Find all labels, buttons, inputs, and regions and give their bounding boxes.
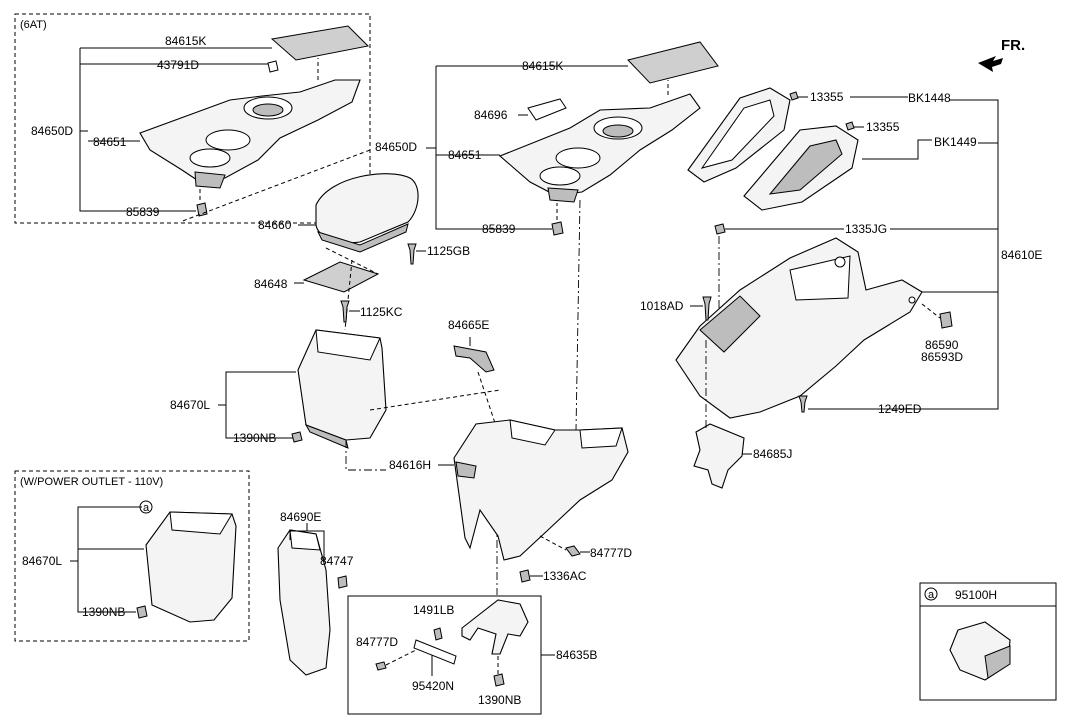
screw-1018ad-icon: [702, 296, 712, 321]
armrest-84660: [315, 173, 419, 253]
label-bk1448: BK1448: [908, 91, 951, 105]
legend-box: [919, 582, 1057, 701]
label-84635b: 84635B: [556, 648, 597, 662]
bracket-84685j: [693, 423, 745, 489]
label-1125kc: 1125KC: [360, 305, 403, 319]
power-outlet-part-icon: [949, 621, 1011, 681]
label-84651-center: 84651: [448, 148, 482, 162]
label-13355-upper: 13355: [810, 90, 844, 104]
nut-1390nb-lower-icon: [493, 673, 505, 687]
clip-13355-upper-icon: [789, 91, 799, 101]
label-84670l-lower: 84670L: [22, 554, 62, 568]
side-trim-bk1448: [687, 87, 791, 183]
nut-1390nb-power-icon: [136, 605, 148, 619]
tray-mat-84615k-center: [627, 41, 719, 84]
console-upper-panel-center: [498, 93, 701, 203]
bracket-84665e-icon: [453, 345, 495, 373]
clip-43791d-icon: [267, 60, 279, 73]
bracket-84635b: [461, 599, 529, 655]
screw-84777d-lower-icon: [375, 661, 387, 671]
label-84651-left: 84651: [93, 135, 127, 149]
label-43791d: 43791D: [157, 58, 199, 72]
front-arrow-icon: [978, 56, 1003, 72]
label-84685j: 84685J: [753, 447, 792, 461]
tray-mat-84615k-left: [270, 25, 370, 61]
label-84615k-left: 84615K: [165, 34, 206, 48]
clip-1491lb-icon: [433, 627, 443, 641]
label-95420n: 95420N: [412, 679, 454, 693]
label-85839-center: 85839: [482, 222, 516, 236]
plug-85839-left-icon: [196, 202, 208, 217]
clip-86590-icon: [939, 311, 953, 329]
screw-84777d-right-icon: [565, 545, 581, 557]
label-bk1449: BK1449: [934, 135, 977, 149]
legend-marker-circle: [924, 587, 938, 601]
pad-84648-icon: [302, 261, 380, 293]
label-84665e: 84665E: [448, 318, 489, 332]
screw-1125gb-icon: [407, 243, 417, 265]
lower-console-84616h: [453, 419, 629, 561]
label-1249ed: 1249ED: [878, 402, 922, 416]
label-84747: 84747: [320, 554, 354, 568]
screw-1125kc-icon: [340, 300, 350, 323]
label-86590: 86590: [925, 338, 959, 352]
screw-1249ed-icon: [798, 395, 808, 413]
label-1491lb: 1491LB: [413, 603, 454, 617]
clip-1335jg-icon: [714, 223, 726, 235]
console-upper-panel-left: [139, 79, 361, 189]
six-at-box: [14, 13, 371, 224]
label-84648: 84648: [254, 277, 288, 291]
label-84670l-upper: 84670L: [170, 398, 210, 412]
label-84696: 84696: [474, 108, 508, 122]
label-1125gb: 1125GB: [427, 244, 470, 258]
legend-marker: a: [928, 589, 935, 601]
front-label: FR.: [1001, 37, 1025, 54]
console-body-84610e: [675, 237, 923, 419]
label-1390nb-power: 1390NB: [82, 605, 125, 619]
label-84690e: 84690E: [280, 510, 321, 524]
legend-part-number: 95100H: [955, 588, 997, 602]
clip-13355-lower-icon: [845, 121, 855, 131]
label-13355-lower: 13355: [866, 120, 900, 134]
label-84660: 84660: [258, 218, 292, 232]
callout-a: a: [143, 502, 150, 514]
label-84616h: 84616H: [389, 458, 431, 472]
side-trim-bk1449: [743, 125, 859, 211]
label-1018ad: 1018AD: [640, 299, 684, 313]
cover-84696-icon: [527, 98, 567, 121]
label-84615k-center: 84615K: [522, 59, 563, 73]
label-85839-left: 85839: [126, 205, 160, 219]
nut-1336ac-icon: [519, 569, 531, 583]
label-1390nb-upper: 1390NB: [233, 431, 276, 445]
label-1336ac: 1336AC: [543, 569, 587, 583]
label-84777d-lower: 84777D: [356, 635, 398, 649]
clip-84747-icon: [337, 575, 348, 589]
plug-85839-center-icon: [551, 221, 564, 236]
storage-box-84670l: [297, 329, 387, 449]
label-86593d: 86593D: [921, 350, 963, 364]
label-1390nb-lower: 1390NB: [478, 693, 521, 707]
label-84650d-left: 84650D: [31, 124, 73, 138]
label-84610e: 84610E: [1001, 248, 1042, 262]
callout-a-circle: [139, 500, 153, 514]
clamp-95420n-icon: [413, 639, 457, 665]
power-outlet-label: (W/POWER OUTLET - 110V): [20, 476, 163, 488]
label-84777d-right: 84777D: [590, 546, 632, 560]
six-at-label: (6AT): [20, 19, 47, 31]
side-cover-84690e: [277, 529, 331, 676]
storage-box-84670l-power: [145, 511, 237, 623]
nut-1390nb-upper-icon: [291, 431, 303, 443]
power-outlet-box: [14, 470, 250, 642]
label-1335jg: 1335JG: [845, 222, 887, 236]
label-84650d-center: 84650D: [375, 140, 417, 154]
